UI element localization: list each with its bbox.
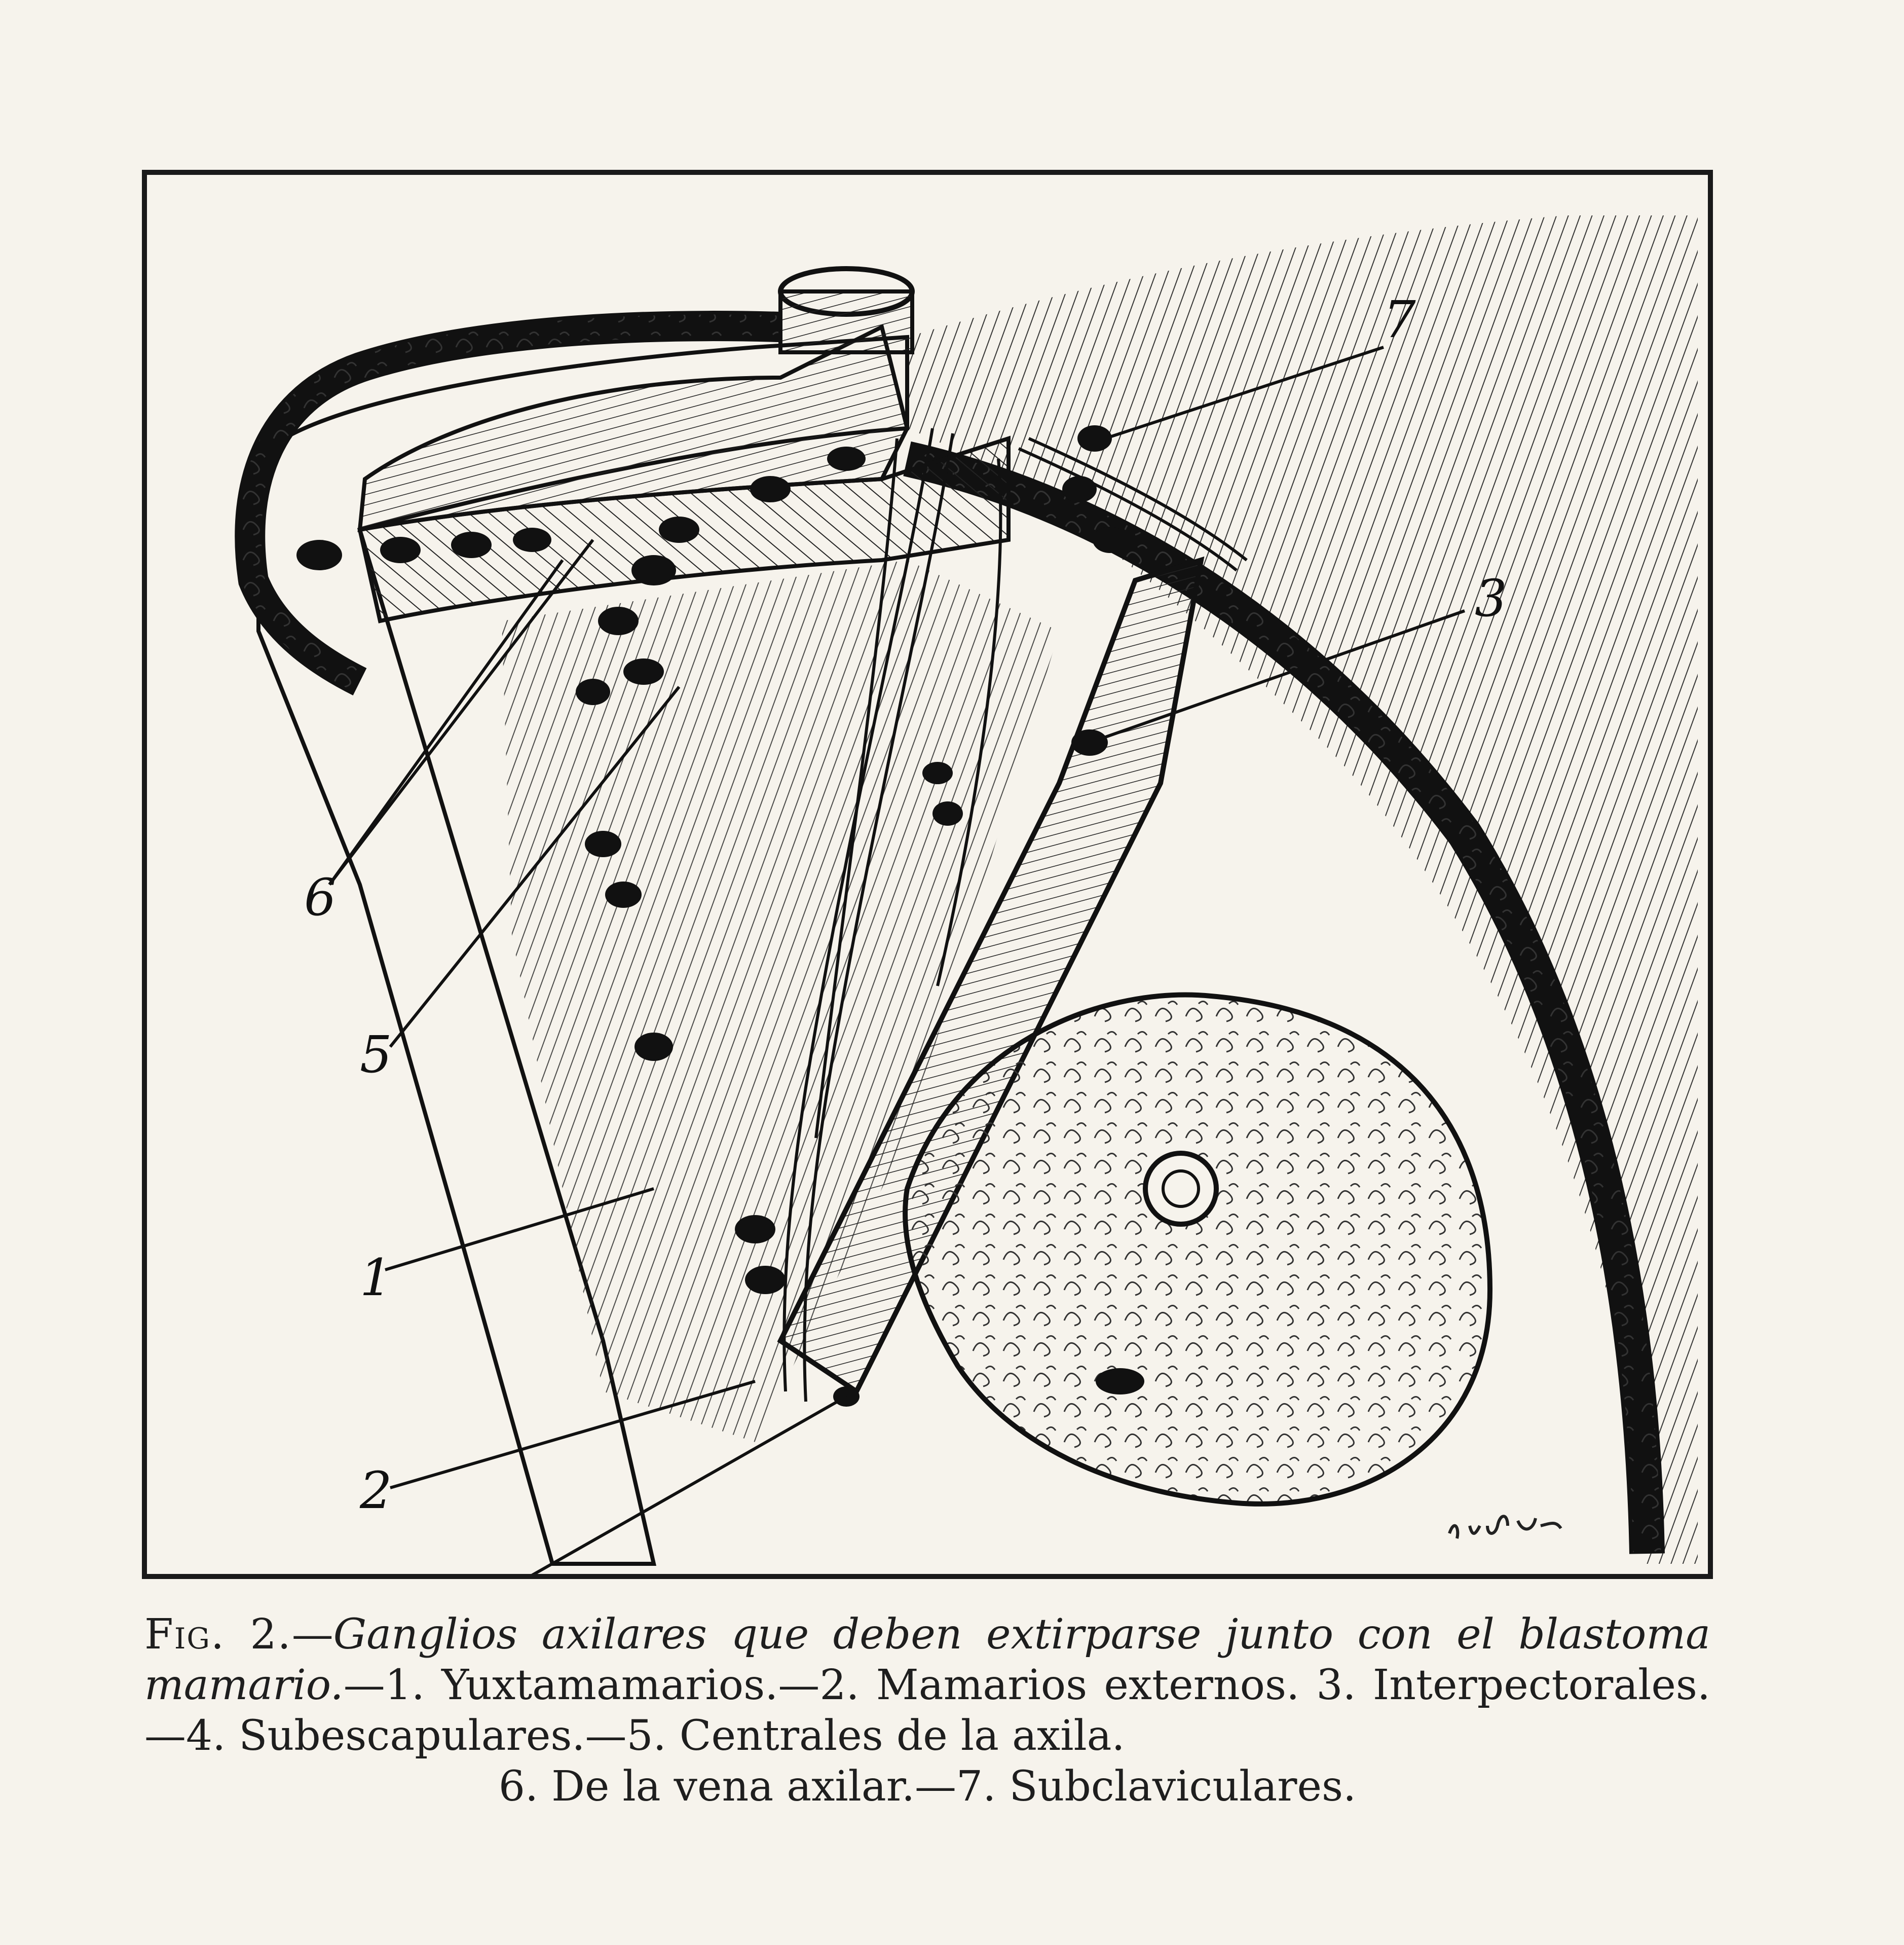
chest-wall	[907, 215, 1698, 1564]
axillary-vessels	[782, 428, 1248, 1402]
illustration-frame: 7 3 6 5 1 2	[142, 170, 1713, 1579]
artist-signature	[1448, 1515, 1562, 1539]
caption-item-3: 3. Interpectorales.	[1316, 1661, 1710, 1709]
figure-label: Fig. 2.	[144, 1610, 292, 1659]
label-6: 6	[304, 868, 337, 927]
caption-item-1: 1. Yuxtamamarios.	[385, 1661, 778, 1709]
caption-item-7: 7. Subclaviculares.	[956, 1763, 1357, 1811]
caption-item-4: 4. Subescapulares.	[186, 1712, 585, 1760]
label-1: 1	[360, 1248, 392, 1307]
leader-lines	[328, 346, 1465, 1574]
caption-item-5: 5. Centrales de la axila.	[626, 1712, 1125, 1760]
caption-item-2: 2. Mamarios externos.	[819, 1661, 1300, 1709]
label-5: 5	[360, 1025, 392, 1084]
label-2: 2	[359, 1461, 392, 1520]
label-7: 7	[1384, 290, 1416, 349]
caption-item-6: 6. De la vena axilar.	[498, 1763, 915, 1811]
axillary-fossa	[502, 560, 1059, 1442]
mammary-gland	[903, 992, 1493, 1507]
figure-title: Ganglios axilares que deben extirparse j…	[144, 1610, 1711, 1709]
label-3: 3	[1475, 569, 1507, 628]
anatomical-illustration: 7 3 6 5 1 2	[235, 215, 1698, 1574]
nipple-icon	[1143, 1151, 1219, 1227]
figure-caption: Fig. 2.—Ganglios axilares que deben exti…	[144, 1610, 1711, 1811]
